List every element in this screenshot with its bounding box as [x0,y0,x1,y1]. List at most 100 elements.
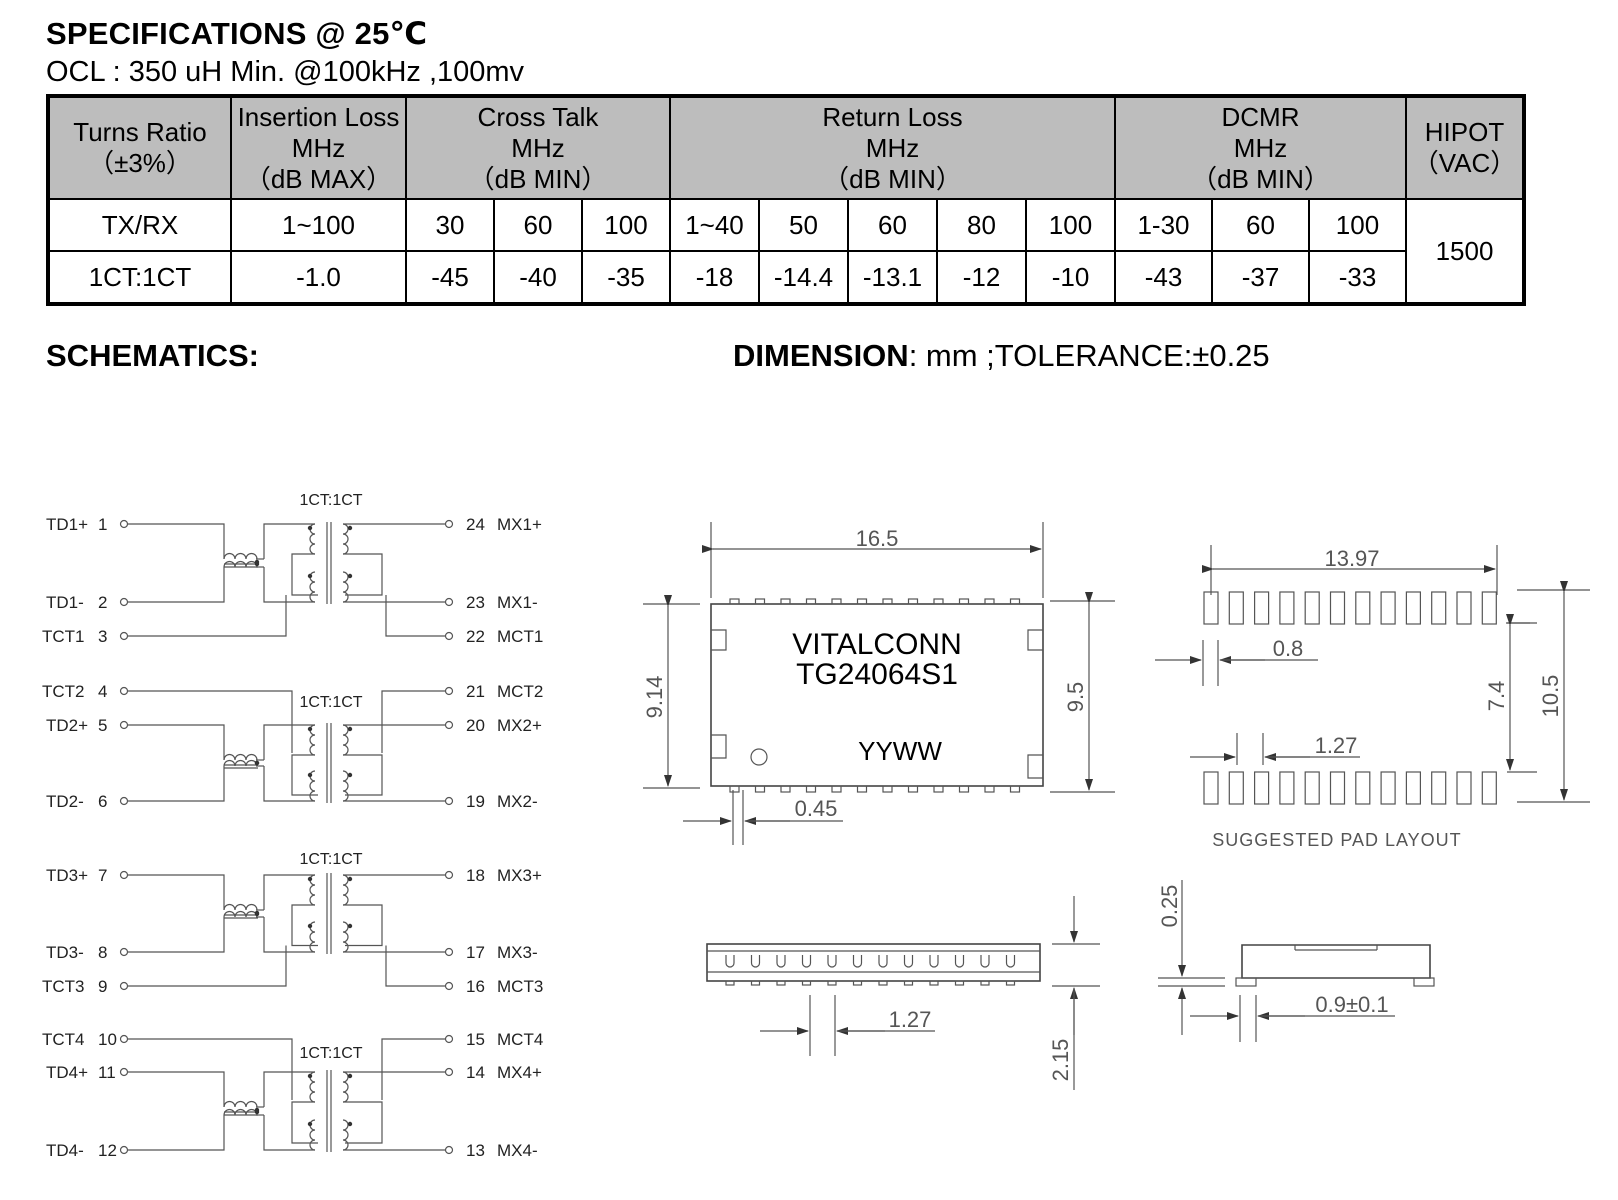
table-cell: 100 [1025,198,1116,252]
side-lead [725,955,735,968]
choke-coil [223,759,258,767]
lead-bottom [780,785,791,793]
table-cell: 1~40 [669,198,760,252]
wire [291,553,318,596]
pad-span-label: 13.97 [1324,546,1379,571]
table-cell: -45 [405,250,495,305]
ratio-label: 1CT:1CT [299,694,362,711]
pin-number: 21 [466,682,485,701]
pad [1304,591,1320,625]
pin-label: MCT3 [497,977,543,996]
pin-label: TCT2 [42,682,85,701]
pin-number: 9 [98,977,107,996]
side-lead [954,955,965,968]
side-lead [827,955,837,968]
wire [128,567,225,603]
pin-label: MX1+ [497,515,542,534]
polarity-dot [307,1121,313,1127]
side-lead-foot [954,980,965,986]
pad [1279,591,1295,625]
pin-number: 20 [466,716,485,735]
transformer-coil [342,724,349,756]
lead-top [754,598,766,605]
pad-width-label: 0.8 [1273,636,1304,661]
lead-bottom [984,785,995,793]
pin-number: 14 [466,1063,485,1082]
side-lead [801,955,812,968]
polarity-dot [254,561,260,567]
lead-top [805,598,817,605]
transformer-coil [342,874,349,906]
pin-label: MCT4 [497,1030,543,1049]
pin-terminal [444,720,454,730]
table-cell: 1-30 [1114,198,1213,252]
side-lead [1005,955,1016,968]
pad [1380,591,1396,625]
transformer-coil [342,1119,349,1151]
pin-number: 11 [98,1063,116,1082]
end-lead-right [1413,977,1435,987]
right-notch-lower [1027,754,1043,779]
pin-terminal [119,597,129,607]
pin-number: 13 [466,1141,485,1160]
dim-body-width-label: 9.14 [642,676,667,719]
wire [343,904,383,947]
pin-terminal [444,519,454,529]
lead-bottom [958,785,970,793]
lead-top [984,598,995,605]
side-lead [852,955,863,968]
lead-top [780,598,791,605]
lead-top [907,598,919,605]
pin-terminal [119,981,129,991]
ratio-label: 1CT:1CT [299,492,362,509]
pin-number: 1 [98,515,107,534]
pin-terminal [444,1145,454,1155]
pin-label: TCT3 [42,977,85,996]
pin-number: 17 [466,943,485,962]
pin-terminal [119,1145,129,1155]
wire [381,690,445,753]
wire [263,917,315,953]
table-cell: 60 [493,198,583,252]
pin-label: MCT2 [497,682,543,701]
pin-label: MX4- [497,1141,538,1160]
pin-label: MX3- [497,943,538,962]
choke-coil [223,910,258,918]
polarity-dot [347,573,353,579]
polarity-dot [347,876,353,882]
table-cell: -18 [669,250,760,305]
end-standoff-label: 0.25 [1157,885,1182,928]
pin-terminal [444,597,454,607]
pin-terminal [119,1067,129,1077]
transformer-coil [342,921,349,953]
pad [1405,591,1422,625]
lead-top [831,598,842,605]
wire [128,1115,225,1151]
pin-terminal [119,631,129,641]
lead-top [856,598,868,605]
side-lead [776,955,786,968]
pin-label: TCT1 [42,627,85,646]
header-hipot: HIPOT（VAC） [1405,95,1525,200]
wire [128,1071,225,1107]
pin-number: 3 [98,627,107,646]
pad [1329,591,1346,625]
lead-bottom [882,785,893,793]
pad [1456,771,1472,805]
pin-number: 8 [98,943,107,962]
pad [1203,591,1219,625]
table-cell: -33 [1308,250,1407,305]
table-cell: 1~100 [230,198,407,252]
spec-title: SPECIFICATIONS @ 25℃ [46,16,428,51]
package-body-outline [710,603,1044,787]
wire [263,1115,315,1151]
choke-coil [223,1100,258,1108]
pad-gap-label: 7.4 [1484,681,1509,712]
pin-terminal [119,796,129,806]
dimension-title: DIMENSION: mm ;TOLERANCE:±0.25 [733,338,1270,373]
